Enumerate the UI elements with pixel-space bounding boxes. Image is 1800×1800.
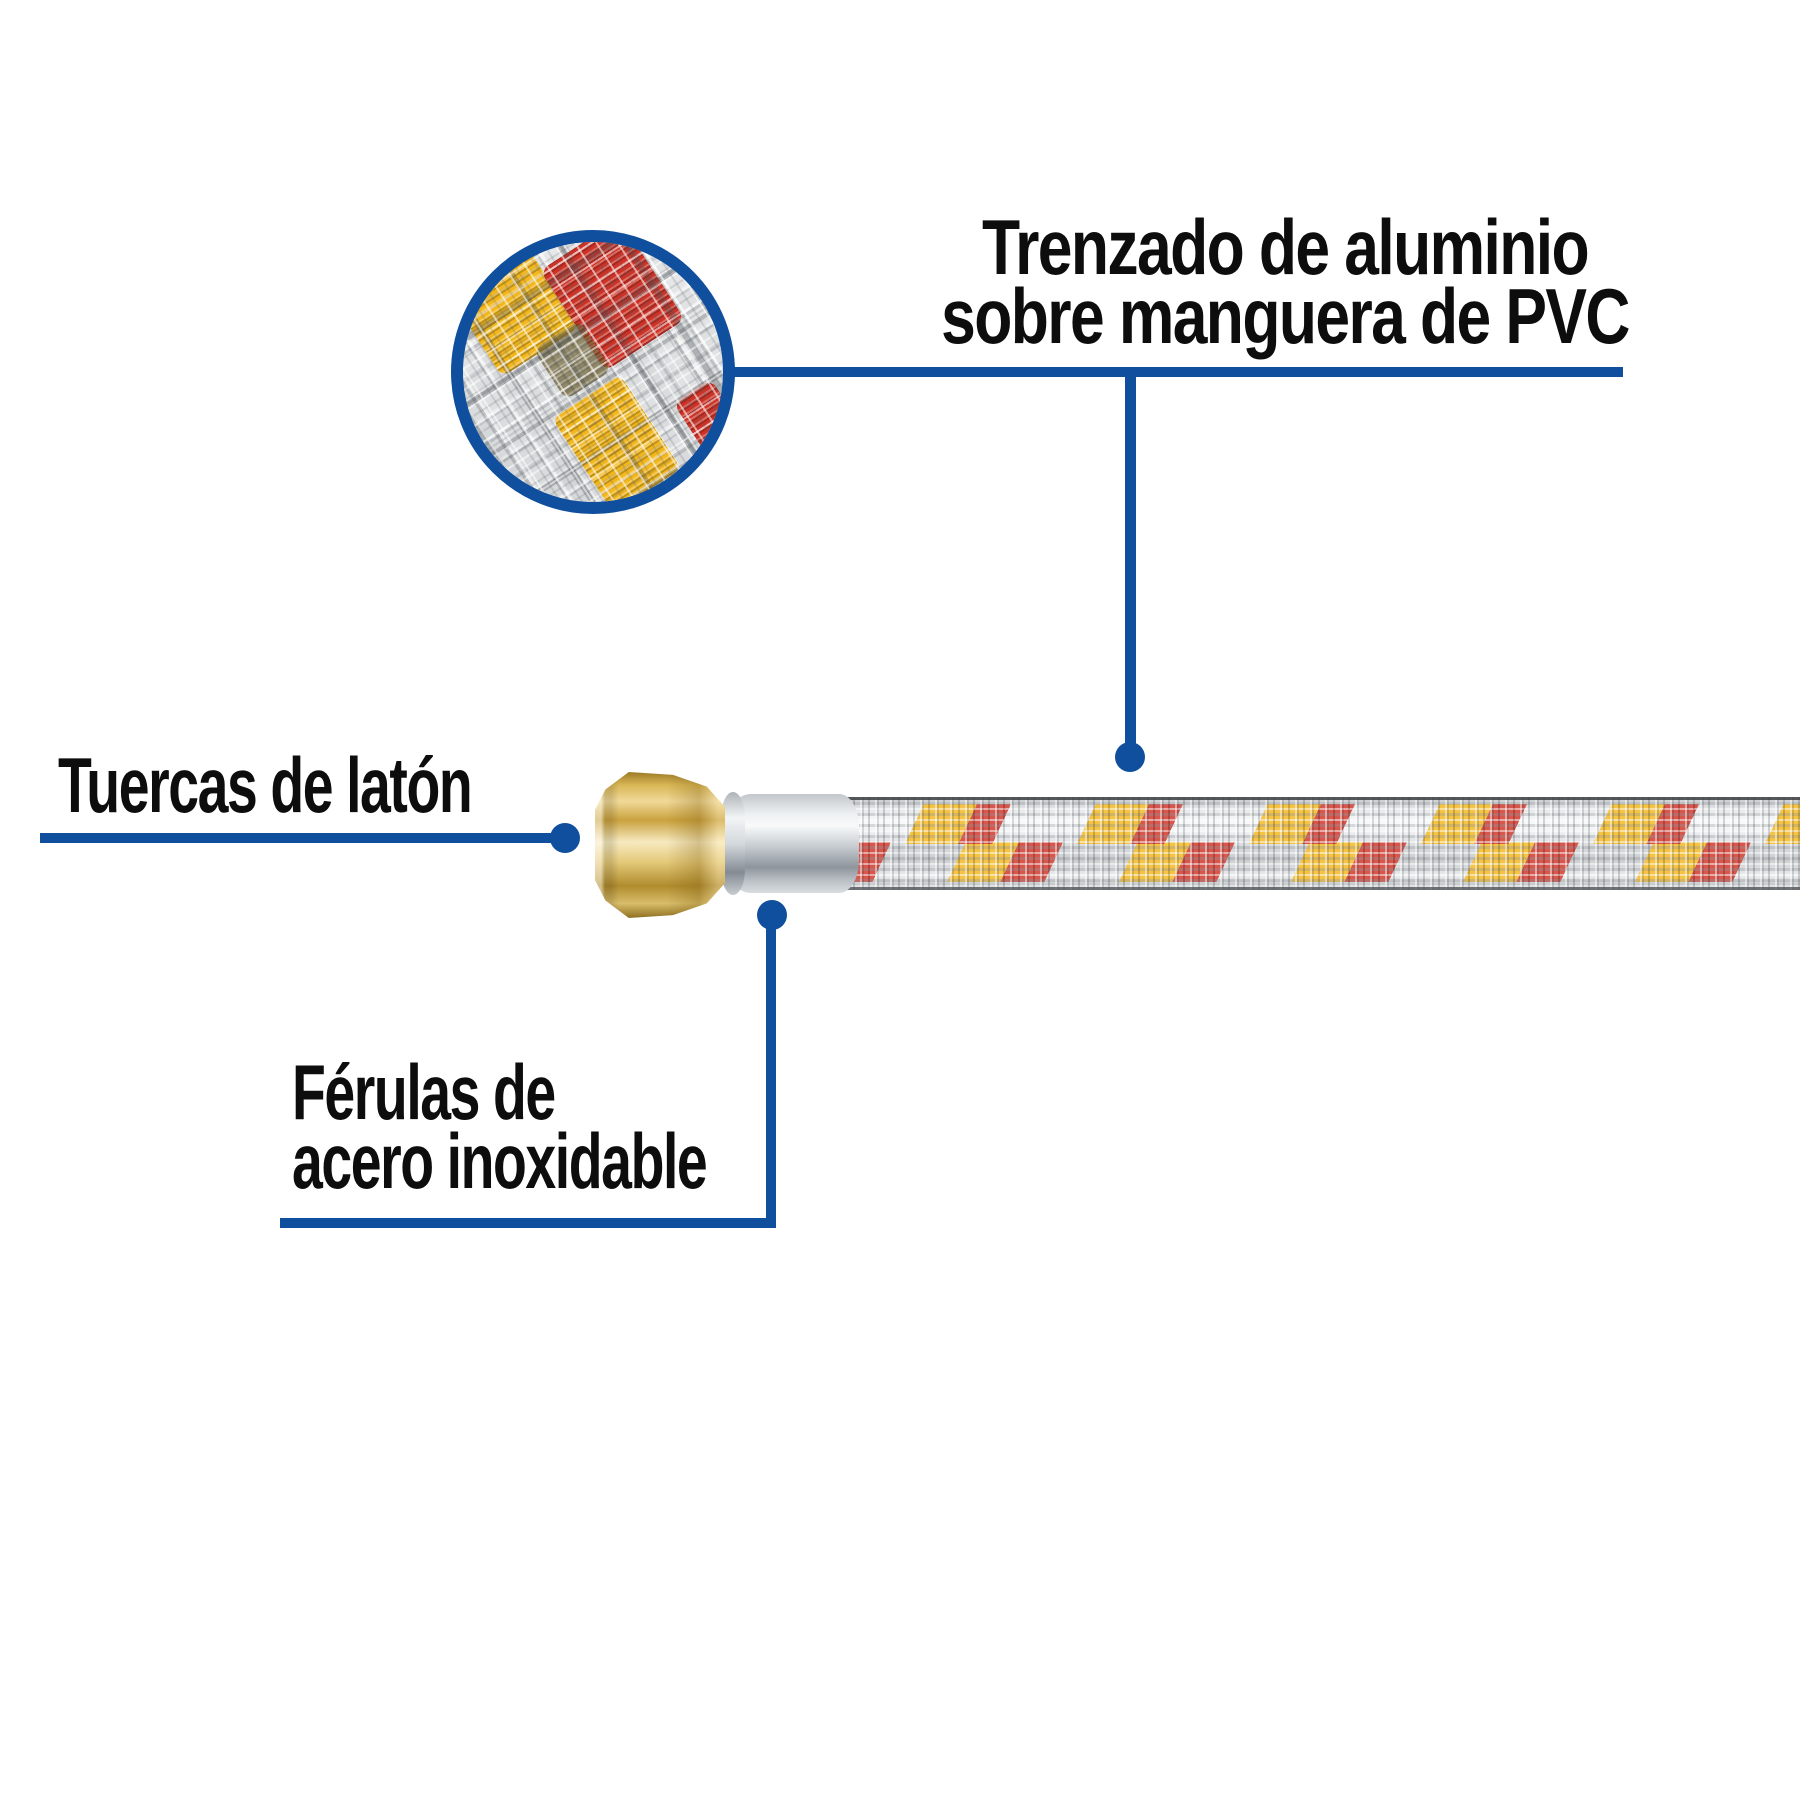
- label-nuts: Tuercas de latón: [58, 741, 473, 829]
- callout-line-ferrules-horizontal: [280, 1218, 776, 1228]
- label-ferrules-line2: acero inoxidable: [292, 1117, 708, 1205]
- callout-dot-nuts: [550, 823, 580, 853]
- callout-dot-braid: [1115, 742, 1145, 772]
- label-braid-line1: Trenzado de aluminio: [982, 203, 1590, 291]
- label-ferrules: Férulas de acero inoxidable: [292, 1048, 708, 1205]
- callout-line-ferrules-vertical: [766, 915, 776, 1228]
- label-ferrules-line1: Férulas de: [292, 1048, 556, 1136]
- callout-line-braid-horizontal: [731, 367, 1623, 377]
- braid-zoom-inset: [451, 230, 735, 514]
- braided-hose: [845, 797, 1800, 890]
- callout-line-nuts: [40, 833, 568, 843]
- braid-weave-texture: [463, 242, 723, 502]
- callout-line-braid-vertical: [1125, 367, 1136, 757]
- callout-dot-ferrules: [757, 900, 787, 930]
- label-braid-line2: sobre manguera de PVC: [941, 272, 1630, 360]
- label-braid: Trenzado de aluminio sobre manguera de P…: [941, 203, 1630, 360]
- stainless-steel-ferrule: [721, 792, 859, 895]
- brass-nut: [595, 772, 725, 918]
